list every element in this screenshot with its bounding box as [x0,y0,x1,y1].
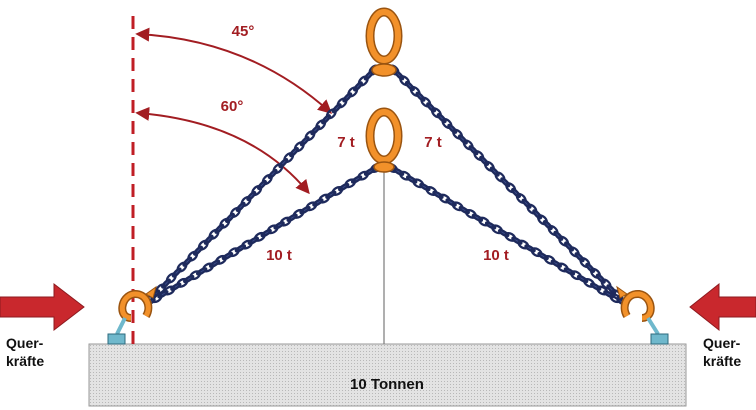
angle-label-45: 45° [232,23,255,40]
left-side-force-label-line1: Quer- [6,335,44,351]
chain-inner-right [386,163,628,307]
chain-group [144,64,628,307]
chain-inner-left [144,163,382,307]
right-side-force-label-line1: Quer- [703,335,741,351]
angle-arc-60 [135,106,310,195]
master-ring-inner [365,107,403,173]
inner-right-load-label: 10 t [483,247,509,264]
right-side-force-label-line2: kräfte [703,353,741,369]
right-side-force-arrow [689,282,756,332]
angle-label-60: 60° [221,98,244,115]
left-side-force-label-line2: kräfte [6,353,44,369]
load-block [88,343,687,407]
left-anchor-point [107,317,127,345]
inner-left-load-label: 10 t [266,247,292,264]
right-hook [616,285,655,322]
angle-arc-45 [135,27,333,114]
outer-left-load-label: 7 t [337,134,355,151]
left-hook [118,285,157,322]
left-side-force-arrow [0,282,85,332]
load-label: 10 Tonnen [350,376,424,393]
right-anchor-point [646,316,669,345]
master-ring-outer [365,7,403,77]
outer-right-load-label: 7 t [424,134,442,151]
